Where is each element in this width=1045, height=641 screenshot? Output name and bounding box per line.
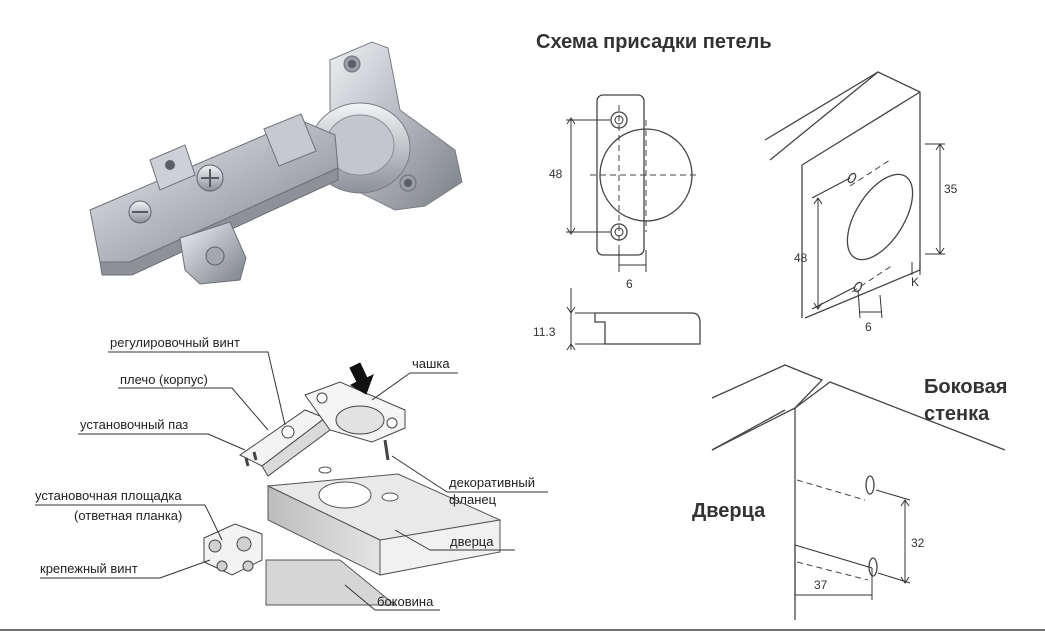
- label-adjust-screw: регулировочный винт: [110, 335, 240, 350]
- label-flange: декоративный: [449, 475, 535, 490]
- dim-37: 37: [814, 578, 828, 592]
- hinge-exploded-drawing: [203, 362, 502, 606]
- label-door-big: Дверца: [692, 500, 766, 522]
- dim-35-iso: 35: [944, 182, 958, 196]
- dim-6-iso: 6: [865, 320, 872, 334]
- dim-48-plan: 48: [549, 167, 563, 181]
- dim-k-iso: K: [911, 275, 919, 289]
- label-side-wall: Боковая: [924, 376, 1007, 398]
- dim-32: 32: [911, 536, 925, 550]
- drilling-isometric-view: [764, 71, 945, 319]
- label-side-wall-sub: стенка: [924, 403, 990, 425]
- label-cup: чашка: [412, 356, 450, 371]
- label-flange-sub: фланец: [449, 492, 497, 507]
- label-side: боковина: [377, 594, 434, 609]
- dim-6-plan: 6: [626, 277, 633, 291]
- label-mount-slot: установочный паз: [80, 417, 188, 432]
- dim-48-iso: 48: [794, 251, 808, 265]
- label-fix-screw: крепежный винт: [40, 561, 138, 576]
- label-mount-plate-sub: (ответная планка): [74, 508, 182, 523]
- dim-11-3: 11.3: [533, 325, 556, 339]
- page-title: Схема присадки петель: [536, 31, 772, 53]
- door-sidewall-scheme: [711, 364, 1006, 620]
- label-arm: плечо (корпус): [120, 372, 208, 387]
- label-mount-plate: установочная площадка: [35, 488, 182, 503]
- label-door: дверца: [450, 534, 494, 549]
- cup-profile-view: [566, 288, 701, 351]
- cabinet-hinge-photo-icon: [89, 41, 463, 285]
- callout-leaders: [35, 351, 548, 611]
- drilling-plan-view: [566, 94, 700, 272]
